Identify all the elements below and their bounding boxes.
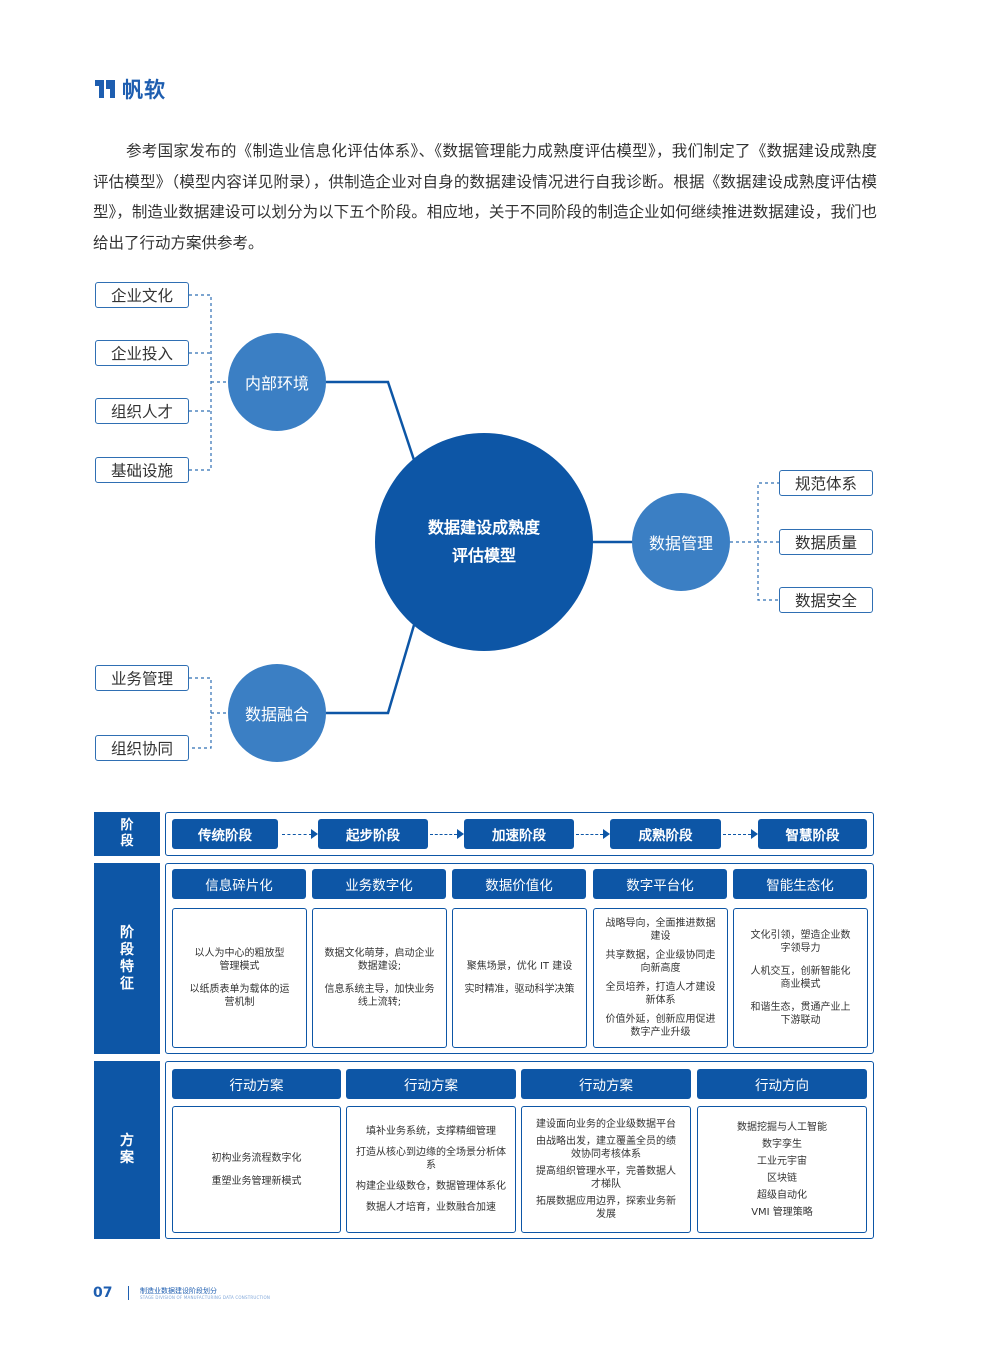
plan-4-line-5: 超级自动化 [757, 1189, 807, 1201]
feature-cell-5: 文化引领，塑造企业数字领导力 人机交互，创新智能化商业模式 和谐生态，贯通产业上… [733, 908, 868, 1048]
stage-mature: 成熟阶段 [610, 819, 721, 849]
feature-5-line-3: 和谐生态，贯通产业上下游联动 [750, 1002, 851, 1026]
stage-traditional: 传统阶段 [172, 819, 278, 849]
plan-4-line-1: 数据挖掘与人工智能 [737, 1121, 827, 1133]
plan-cell-1: 初构业务流程数字化 重塑业务管理新模式 [172, 1106, 341, 1233]
row-header-features: 阶 段 特 征 [94, 863, 160, 1054]
page-number: 07 [93, 1285, 113, 1301]
stage-arrowhead-3 [603, 829, 610, 839]
plan-title-3: 行动方案 [521, 1069, 691, 1099]
footer-section-title: 制造业数据建设阶段划分 [140, 1287, 217, 1295]
plan-4-line-3: 工业元宇宙 [757, 1155, 807, 1167]
leaf-infrastructure: 基础设施 [95, 457, 189, 483]
feature-5-line-2: 人机交互，创新智能化商业模式 [750, 966, 851, 990]
plan-cell-2: 填补业务系统，支撑精细管理 打造从核心到边缘的全场景分析体系 构建企业级数仓，数… [346, 1106, 516, 1233]
row-header-stage: 阶 段 [94, 812, 160, 856]
plan-2-line-1: 填补业务系统，支撑精细管理 [366, 1126, 496, 1137]
stage-arrowhead-2 [457, 829, 464, 839]
feature-cell-2: 数据文化萌芽，启动企业数据建设; 信息系统主导，加快业务线上流转; [312, 908, 447, 1048]
maturity-model-mindmap: 企业文化 企业投入 组织人才 基础设施 内部环境 数据建设成熟度 评估模型 数据… [0, 270, 992, 790]
feature-3-line-2: 实时精准，驱动科学决策 [464, 984, 575, 995]
plan-cell-4: 数据挖掘与人工智能 数字孪生 工业元宇宙 区块链 超级自动化 VMI 管理策略 [697, 1106, 867, 1233]
stage-arrow-3 [576, 834, 603, 835]
stage-arrowhead-4 [751, 829, 758, 839]
leaf-organization-collaboration: 组织协同 [95, 735, 189, 761]
feature-4-line-2: 共享数据，企业级协同走向新高度 [605, 950, 716, 974]
node-internal-environment: 内部环境 [228, 333, 326, 431]
feature-cell-1: 以人为中心的粗放型管理模式 以纸质表单为载体的运营机制 [172, 908, 307, 1048]
leaf-data-quality: 数据质量 [779, 529, 873, 555]
feature-cell-4: 战略导向，全面推进数据建设 共享数据，企业级协同走向新高度 全员培养，打造人才建… [593, 908, 728, 1048]
plan-4-line-4: 区块链 [767, 1172, 797, 1184]
feature-title-4: 数字平台化 [593, 869, 727, 899]
plan-3-line-3: 提高组织管理水平，完善数据人才梯队 [536, 1166, 676, 1190]
feature-5-line-1: 文化引领，塑造企业数字领导力 [750, 930, 851, 954]
stage-smart: 智慧阶段 [758, 819, 867, 849]
fanruan-logo-icon [95, 80, 115, 98]
feature-1-line-2: 以纸质表单为载体的运营机制 [189, 984, 290, 1008]
plan-3-line-1: 建设面向业务的企业级数据平台 [536, 1119, 676, 1130]
leaf-enterprise-investment: 企业投入 [95, 340, 189, 366]
plan-2-line-4: 数据人才培育，业数融合加速 [366, 1202, 496, 1213]
plan-3-line-2: 由战略出发，建立覆盖全员的绩效协同考核体系 [536, 1136, 676, 1160]
leaf-data-security: 数据安全 [779, 587, 873, 613]
plan-2-line-2: 打造从核心到边缘的全场景分析体系 [356, 1147, 506, 1171]
leaf-organization-talent: 组织人才 [95, 398, 189, 424]
feature-1-line-1: 以人为中心的粗放型管理模式 [194, 948, 285, 972]
feature-title-5: 智能生态化 [733, 869, 867, 899]
feature-3-line-1: 聚焦场景，优化 IT 建设 [466, 961, 573, 972]
footer-divider [128, 1286, 129, 1300]
leaf-business-management: 业务管理 [95, 665, 189, 691]
feature-title-2: 业务数字化 [312, 869, 446, 899]
node-data-fusion: 数据融合 [228, 664, 326, 762]
plan-1-line-1: 初构业务流程数字化 [211, 1152, 302, 1164]
center-line-2: 评估模型 [451, 546, 516, 565]
feature-4-line-3: 全员培养，打造人才建设新体系 [605, 982, 716, 1006]
stage-arrow-2 [430, 834, 457, 835]
feature-2-line-2: 信息系统主导，加快业务线上流转; [324, 984, 435, 1008]
center-line-1: 数据建设成熟度 [427, 518, 540, 537]
leaf-enterprise-culture: 企业文化 [95, 282, 189, 308]
stage-arrow-4 [723, 834, 751, 835]
feature-title-3: 数据价值化 [452, 869, 586, 899]
plan-title-1: 行动方案 [172, 1069, 341, 1099]
stage-arrow-1 [282, 834, 312, 835]
node-data-management: 数据管理 [632, 493, 730, 591]
feature-title-1: 信息碎片化 [172, 869, 306, 899]
plan-cell-3: 建设面向业务的企业级数据平台 由战略出发，建立覆盖全员的绩效协同考核体系 提高组… [521, 1106, 691, 1233]
feature-2-line-1: 数据文化萌芽，启动企业数据建设; [324, 948, 435, 972]
stage-accelerating: 加速阶段 [464, 819, 574, 849]
plan-4-line-2: 数字孪生 [762, 1138, 802, 1150]
stage-arrowhead-1 [311, 829, 318, 839]
feature-cell-3: 聚焦场景，优化 IT 建设 实时精准，驱动科学决策 [452, 908, 587, 1048]
brand-name: 帆软 [122, 78, 166, 102]
row-header-plan: 方 案 [94, 1061, 160, 1239]
plan-4-line-6: VMI 管理策略 [751, 1206, 813, 1218]
plan-title-2: 行动方案 [346, 1069, 516, 1099]
plan-3-line-4: 拓展数据应用边界，探索业务新发展 [536, 1196, 676, 1220]
footer-section-subtitle: STAGE DIVISION OF MANUFACTURING DATA CON… [140, 1295, 271, 1300]
intro-paragraph: 参考国家发布的《制造业信息化评估体系》、《数据管理能力成熟度评估模型》，我们制定… [93, 142, 877, 252]
plan-1-line-2: 重塑业务管理新模式 [211, 1175, 302, 1187]
feature-4-line-4: 价值外延，创新应用促进数字产业升级 [605, 1014, 716, 1038]
node-center-model: 数据建设成熟度 评估模型 [375, 433, 593, 651]
feature-4-line-1: 战略导向，全面推进数据建设 [605, 918, 716, 942]
leaf-norm-system: 规范体系 [779, 470, 873, 496]
plan-2-line-3: 构建企业级数仓，数据管理体系化 [356, 1181, 506, 1192]
stage-starting: 起步阶段 [318, 819, 428, 849]
brand-logo: 帆软 [93, 76, 166, 102]
mindmap-connectors [189, 294, 780, 749]
plan-title-4: 行动方向 [697, 1069, 867, 1099]
